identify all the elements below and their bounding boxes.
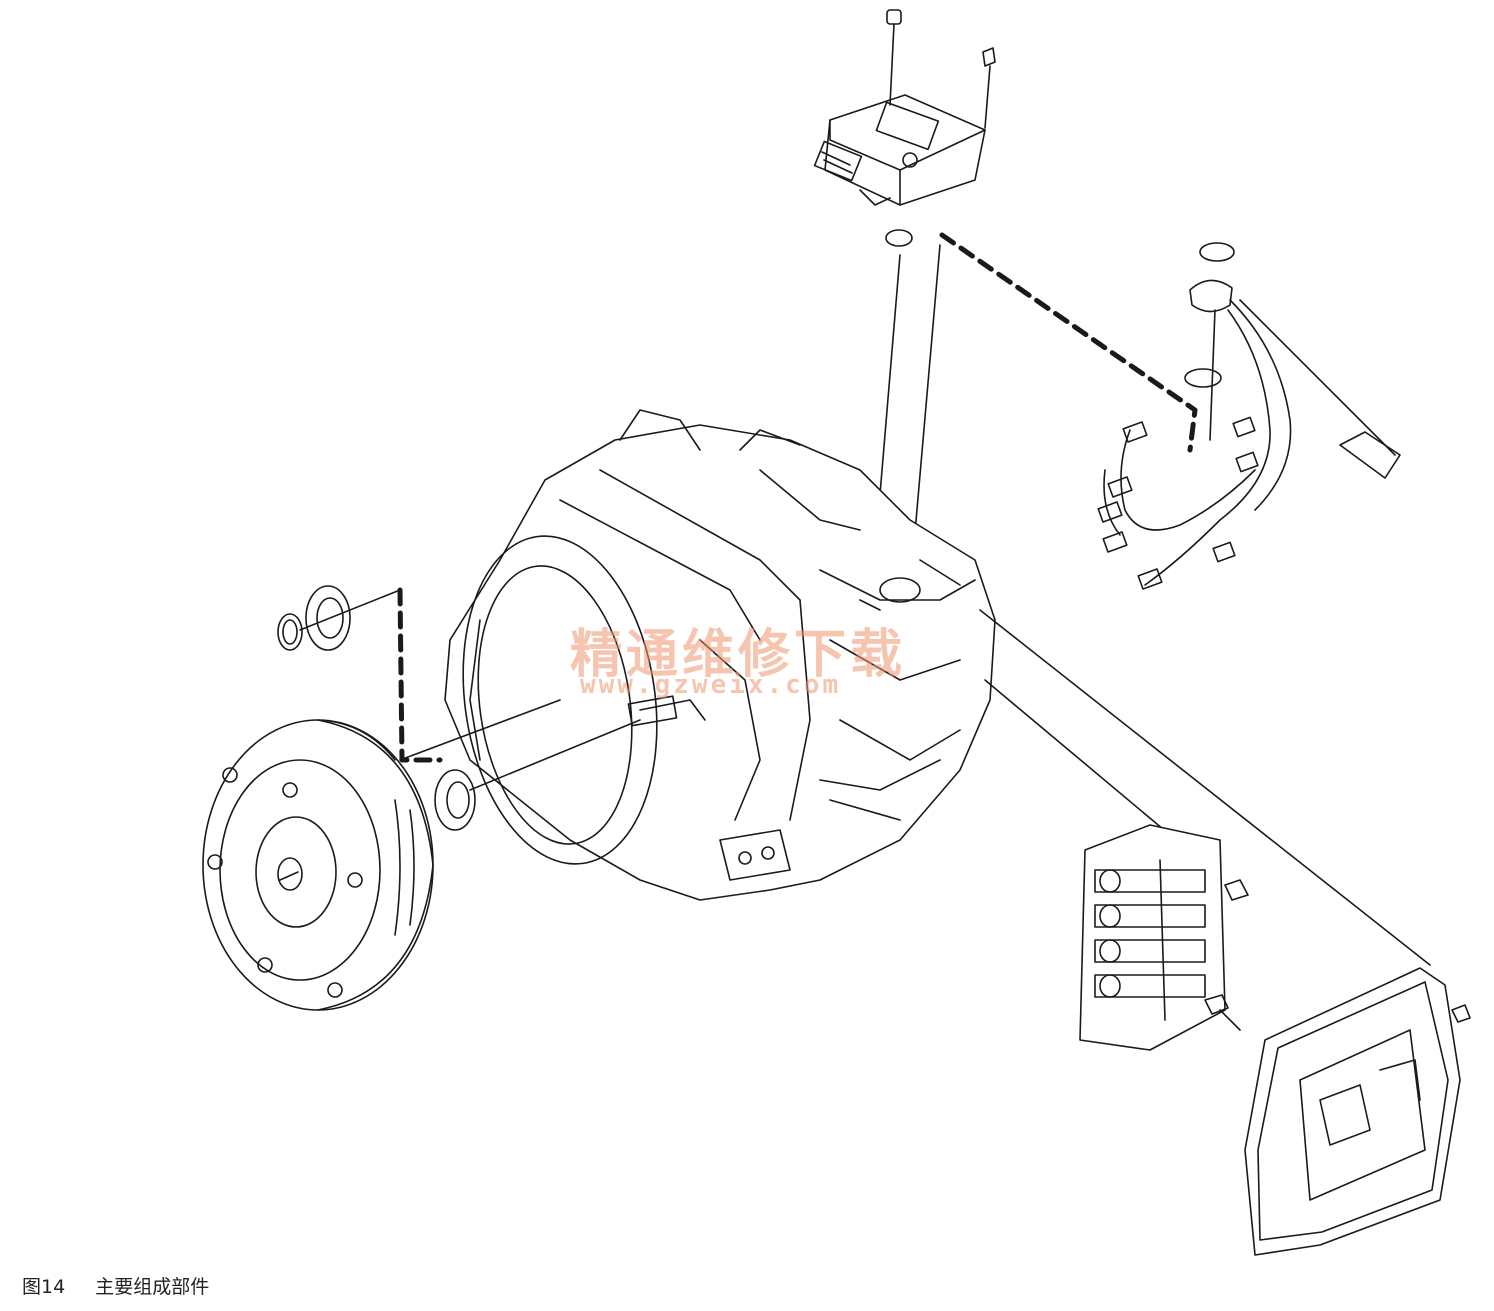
seal-dashed-leader [397,587,443,763]
control-module [813,94,986,206]
figure-title: 主要组成部件 [95,1276,210,1298]
wiring-harness [1097,242,1401,590]
seal-ring-large [305,585,351,651]
oil-pan [1244,967,1461,1256]
seal-ring-small [277,613,303,651]
watermark-text: 精通维修下载 [570,624,907,685]
harness-dashed-leader [939,232,1198,453]
module-o-ring [885,229,913,247]
figure-number: 图14 [22,1276,66,1298]
torque-converter [202,719,434,1011]
valve-body [1079,824,1226,1051]
oil-seal [434,769,476,831]
watermark-url: www.gzweix.com [580,670,842,700]
oil-pan-bolt [1451,1004,1471,1023]
module-screw-right [982,47,996,129]
figure-caption: 图14 主要组成部件 [22,1272,209,1299]
valve-body-bolt [1204,879,1249,1031]
module-screw-left [886,9,902,106]
